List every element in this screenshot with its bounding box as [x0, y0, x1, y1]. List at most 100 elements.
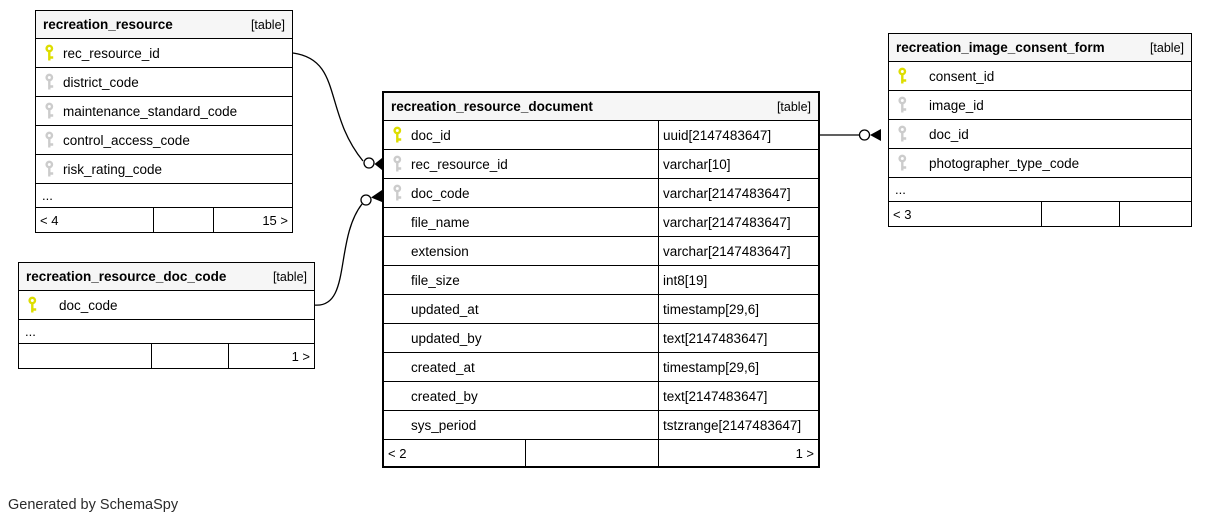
table-header[interactable]: recreation_resource_document[table] [384, 93, 818, 121]
column-name-cell: maintenance_standard_code [36, 97, 292, 125]
column-name: risk_rating_code [63, 161, 163, 177]
column-name-cell: created_at [384, 353, 658, 381]
columns-ellipsis: ... [36, 184, 292, 208]
column-row: updated_at timestamp[29,6] [384, 295, 818, 324]
column-type: tstzrange[2147483647] [658, 411, 818, 439]
footer-parents-count: < 3 [893, 206, 912, 222]
relationship-edge-doc-id [820, 129, 881, 141]
foreign-key-icon [897, 154, 908, 172]
column-row: consent_id [889, 62, 1191, 91]
table-node-recreation-image-consent-form[interactable]: recreation_image_consent_form[table]cons… [888, 33, 1192, 227]
column-name-cell: photographer_type_code [889, 149, 1191, 177]
column-row: created_by text[2147483647] [384, 382, 818, 411]
footer-children-count: 1 > [658, 440, 818, 466]
column-type: int8[19] [658, 266, 818, 294]
foreign-key-icon [44, 73, 55, 91]
column-name: file_name [411, 214, 470, 230]
column-row: risk_rating_code [36, 155, 292, 184]
table-header[interactable]: recreation_resource_doc_code [table] [19, 263, 314, 291]
column-row: doc_id [889, 120, 1191, 149]
footer-spacer [153, 208, 213, 232]
table-name: recreation_resource [43, 17, 173, 32]
column-type: text[2147483647] [658, 382, 818, 410]
foreign-key-icon [44, 102, 55, 120]
footer-children-count [1119, 202, 1191, 226]
footer-children-count: 15 > [213, 208, 292, 232]
column-name: doc_code [411, 185, 470, 201]
column-name-cell: district_code [36, 68, 292, 96]
column-name-cell: control_access_code [36, 126, 292, 154]
foreign-key-icon [44, 131, 55, 149]
column-name: updated_by [411, 330, 482, 346]
column-name: doc_id [929, 126, 969, 142]
table-header[interactable]: recreation_resource [table] [36, 11, 292, 39]
column-name-cell: extension [384, 237, 658, 265]
table-header[interactable]: recreation_image_consent_form[table] [889, 34, 1191, 62]
table-footer: < 3 [889, 202, 1191, 226]
column-row: file_size int8[19] [384, 266, 818, 295]
column-name: updated_at [411, 301, 479, 317]
primary-key-icon [897, 67, 908, 85]
column-name-cell: doc_code [384, 179, 658, 207]
column-name-cell: updated_at [384, 295, 658, 323]
column-name-cell: risk_rating_code [36, 155, 292, 183]
column-name: doc_id [411, 127, 451, 143]
column-name-cell: rec_resource_id [384, 150, 658, 178]
column-name-cell: doc_id [889, 120, 1191, 148]
column-name: rec_resource_id [411, 156, 508, 172]
column-type: text[2147483647] [658, 324, 818, 352]
column-type: varchar[10] [658, 150, 818, 178]
table-tag: [table] [250, 17, 285, 32]
column-name: doc_code [59, 297, 118, 313]
column-row: rec_resource_id [36, 39, 292, 68]
table-node-recreation-resource-doc-code[interactable]: recreation_resource_doc_code [table] doc_c… [18, 262, 315, 369]
primary-key-icon [44, 44, 55, 62]
column-name: created_by [411, 388, 478, 404]
table-node-recreation-resource[interactable]: recreation_resource [table] rec_resource_i… [35, 10, 293, 233]
column-row: photographer_type_code [889, 149, 1191, 178]
foreign-key-icon [44, 160, 55, 178]
table-tag: [table] [1149, 40, 1184, 55]
footer-spacer [1041, 202, 1119, 226]
column-name-cell: file_size [384, 266, 658, 294]
relationship-edge-doc-code [313, 190, 382, 306]
column-name: rec_resource_id [63, 45, 160, 61]
column-row: doc_code [19, 291, 314, 320]
column-type: timestamp[29,6] [658, 295, 818, 323]
footer-parents-count [19, 344, 151, 368]
footer-parents-count: < 4 [40, 212, 59, 228]
column-name-cell: consent_id [889, 62, 1191, 90]
table-footer: < 4 15 > [36, 208, 292, 232]
footer-spacer [525, 440, 658, 466]
primary-key-icon [392, 126, 403, 144]
column-name: file_size [411, 272, 460, 288]
column-name-cell: updated_by [384, 324, 658, 352]
foreign-key-icon [392, 155, 403, 173]
column-name: image_id [929, 97, 984, 113]
table-tag: [table] [272, 269, 307, 284]
column-name: photographer_type_code [929, 155, 1080, 171]
table-name: recreation_resource_doc_code [26, 269, 227, 284]
column-name-cell: doc_id [384, 121, 658, 149]
column-row: updated_by text[2147483647] [384, 324, 818, 353]
column-name: extension [411, 243, 469, 259]
table-footer: 1 > [19, 344, 314, 368]
column-name: maintenance_standard_code [63, 103, 238, 119]
column-type: varchar[2147483647] [658, 237, 818, 265]
table-tag: [table] [776, 99, 811, 114]
column-name-cell: rec_resource_id [36, 39, 292, 67]
column-name-cell: file_name [384, 208, 658, 236]
foreign-key-icon [897, 96, 908, 114]
column-row: maintenance_standard_code [36, 97, 292, 126]
column-row: doc_id uuid[2147483647] [384, 121, 818, 150]
column-name: consent_id [929, 68, 995, 84]
table-node-recreation-resource-document[interactable]: recreation_resource_document[table]doc_i… [382, 91, 820, 468]
column-name: district_code [63, 74, 139, 90]
relationship-edge-rec-resource-id [292, 52, 382, 170]
column-type: uuid[2147483647] [658, 121, 818, 149]
